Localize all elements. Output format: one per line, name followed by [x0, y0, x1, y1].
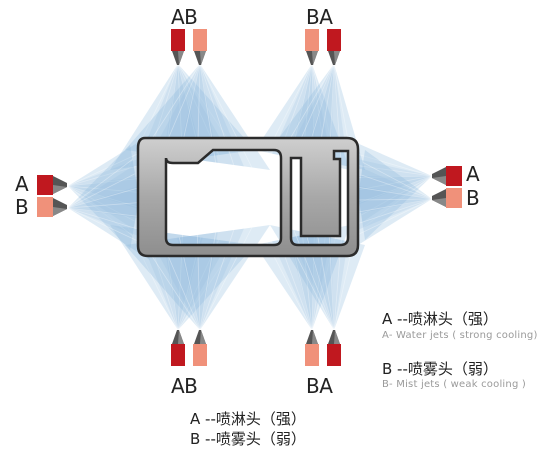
- spray-fan-right-a: [352, 158, 432, 222]
- spray-fan-left-a: [68, 135, 150, 250]
- nozzle-left-tip-shade: [53, 207, 67, 216]
- legend-right-b-cn: B --喷雾头（弱）: [382, 360, 498, 378]
- nozzle-top-right-block: [305, 29, 319, 51]
- spray-fan-left-a-streak: [67, 149, 148, 187]
- spray-fan-right-a-streak: [355, 175, 433, 178]
- nozzle-top-left-tip-shade: [178, 51, 184, 65]
- legend-bottom-b-cn: B --喷雾头（弱）: [190, 430, 306, 448]
- nozzle-label-top-left: AB: [171, 5, 198, 29]
- spray-fan-bottom-right-a-streak: [333, 242, 354, 331]
- nozzles: [37, 29, 462, 366]
- spray-fan-left-b: [68, 165, 147, 240]
- nozzle-label-bottom-left: AB: [171, 374, 198, 398]
- legend-right-b-en: B- Mist jets ( weak cooling ): [382, 379, 526, 390]
- nozzle-label-top-right: BA: [306, 5, 333, 29]
- nozzle-top-right-tip-shade: [312, 51, 318, 65]
- spray-fan-left-b-streak: [67, 187, 138, 209]
- nozzle-left-tip-shade: [53, 185, 67, 194]
- nozzle-bottom-right-tip-shade: [312, 330, 318, 344]
- spray-fan-right-b: [355, 186, 432, 214]
- spray-fan-left-b-streak: [67, 207, 146, 232]
- spray-fan-left-a-streak: [67, 185, 136, 222]
- nozzle-bottom-right-block: [327, 344, 341, 366]
- spray-fan-bottom-left-a-streak: [127, 227, 179, 331]
- spray-fan-right-b: [352, 168, 432, 232]
- spray-fan-left-a: [68, 176, 143, 209]
- spray-fan-left-b: [68, 186, 143, 219]
- legend-right-a-cn: A --喷淋头（强）: [382, 310, 498, 328]
- nozzle-top-left-tip-shade: [200, 51, 206, 65]
- nozzle-right-tip-shade: [432, 176, 446, 185]
- spray-fan-left-a: [68, 155, 147, 230]
- legend-right-a-en: A- Water jets ( strong cooling): [382, 330, 538, 341]
- spray-fan-right-b-streak: [357, 198, 433, 201]
- spray-fan-right-b-streak: [361, 174, 433, 200]
- nozzle-bottom-left-tip-shade: [178, 330, 184, 344]
- spray-fan-right-b-streak: [351, 198, 433, 238]
- spray-fan-left-a-streak: [67, 177, 143, 187]
- spray-fan-right-b-streak: [355, 198, 433, 213]
- nozzle-bottom-left-block: [171, 344, 185, 366]
- nozzle-top-left-block: [193, 29, 207, 51]
- spray-fan-left-b-streak: [67, 202, 141, 209]
- spray-fan-right-a: [350, 140, 432, 240]
- aluminum-profile: [136, 136, 360, 258]
- spray-fan-left-a-streak: [67, 185, 133, 236]
- spray-fan-right-a-streak: [361, 175, 433, 216]
- nozzle-top-left-block: [171, 29, 185, 51]
- spray-fan-left-b-streak: [67, 159, 133, 209]
- spray-fan-right-a-streak: [362, 175, 433, 228]
- nozzle-bottom-left-tip-shade: [200, 330, 206, 344]
- nozzle-right-block: [446, 188, 462, 208]
- nozzle-left-block: [37, 175, 53, 195]
- nozzle-bottom-right-tip-shade: [334, 330, 340, 344]
- spray-fan-left-b: [68, 145, 150, 260]
- profile-outline: [136, 136, 360, 258]
- nozzle-right-tip-shade: [432, 198, 446, 207]
- spray-fan-top-left-a-streak: [127, 63, 179, 168]
- spray-fans: [67, 63, 433, 331]
- nozzle-bottom-left-block: [193, 344, 207, 366]
- nozzle-bottom-right-block: [305, 344, 319, 366]
- spray-fan-left-b-streak: [67, 207, 148, 246]
- nozzle-label-bottom-right: BA: [306, 374, 333, 398]
- spray-fan-right-b-streak: [353, 198, 433, 226]
- spray-fan-right-b-streak: [359, 187, 433, 200]
- spray-fan-left-b-streak: [67, 173, 136, 209]
- nozzle-label-right-b: B: [466, 186, 480, 210]
- spray-fan-left-a-streak: [67, 185, 138, 208]
- nozzle-label-right-a: A: [466, 162, 480, 186]
- nozzle-top-right-tip-shade: [334, 51, 340, 65]
- spray-fan-right-b-streak: [362, 162, 433, 200]
- spray-fan-left-b-streak: [67, 207, 143, 218]
- nozzle-left-block: [37, 197, 53, 217]
- nozzle-label-left-b: B: [15, 195, 29, 219]
- spray-fan-left-a-streak: [67, 185, 141, 193]
- spray-fan-right-b: [350, 150, 432, 250]
- nozzle-top-right-block: [327, 29, 341, 51]
- spray-fan-right-a-streak: [357, 175, 433, 191]
- nozzle-label-left-a: A: [15, 172, 29, 196]
- legend-bottom-a-cn: A --喷淋头（强）: [190, 410, 306, 428]
- spray-fan-left-a-streak: [67, 163, 146, 187]
- spray-fan-right-a-streak: [359, 175, 433, 203]
- spray-fan-right-a-streak: [351, 152, 433, 177]
- spray-fan-right-a: [355, 176, 432, 204]
- nozzle-right-block: [446, 166, 462, 186]
- spray-fan-right-a-streak: [353, 164, 433, 177]
